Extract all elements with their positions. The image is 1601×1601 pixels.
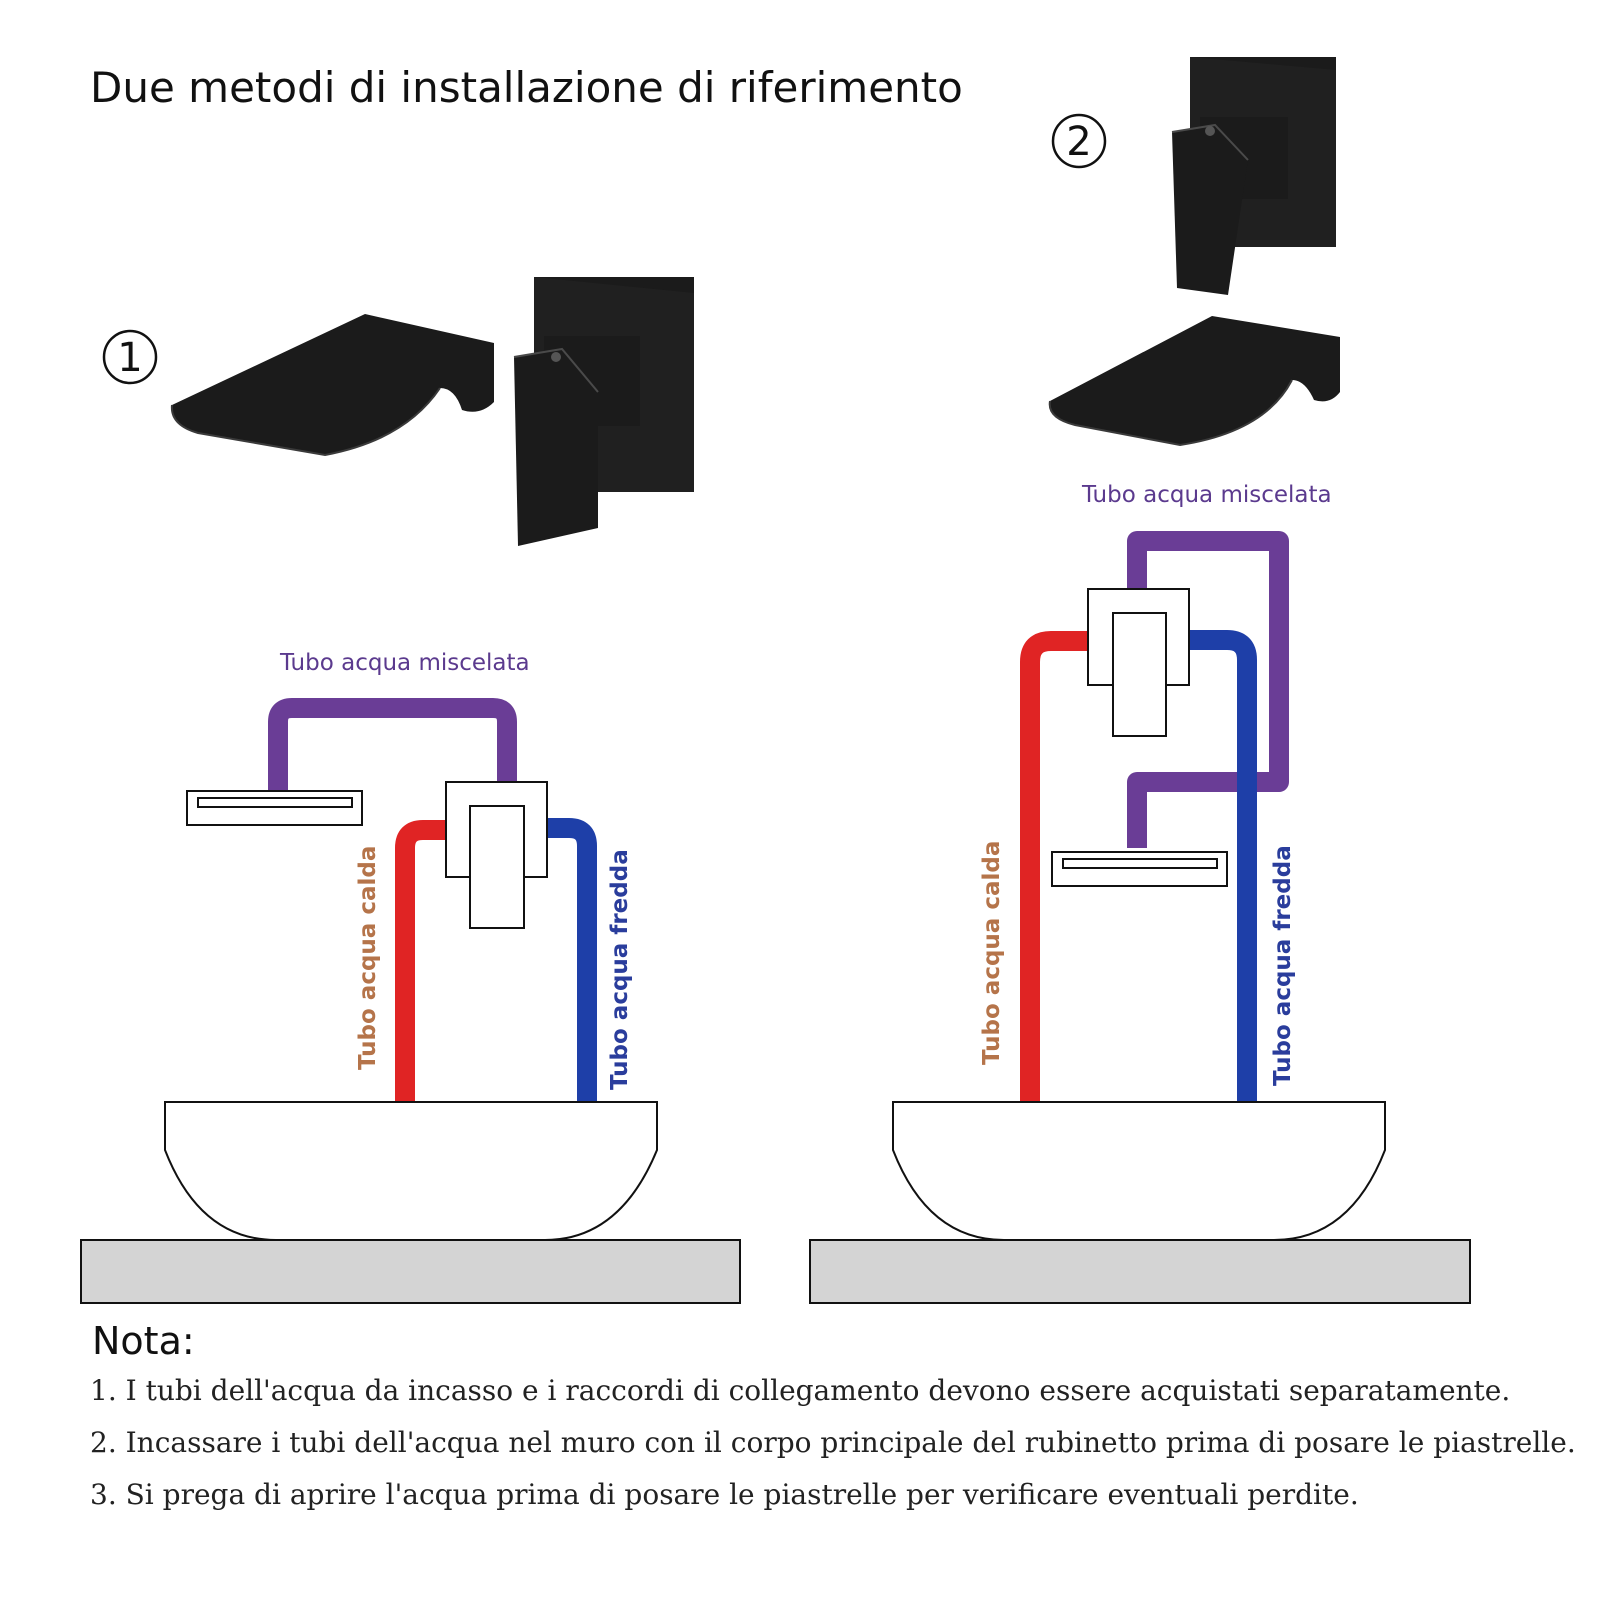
method-1-number: 1 [117, 335, 142, 381]
mixed-water-pipe-1 [268, 698, 517, 797]
spout-1 [170, 314, 494, 457]
spout-2 [1048, 316, 1340, 447]
countertop-2 [809, 1239, 1471, 1304]
spout-slot-2 [1062, 858, 1218, 869]
cold-water-pipe-label-2: Tubo acqua fredda [1270, 845, 1296, 1086]
nota-line-1: 1. I tubi dell'acqua da incasso e i racc… [90, 1374, 1510, 1407]
spout-slot-1 [197, 797, 353, 808]
hot-water-pipe-1 [395, 820, 448, 1102]
hot-water-pipe-label-1: Tubo acqua calda [355, 846, 381, 1070]
mixer-handle-2 [1171, 57, 1336, 295]
mixed-water-pipe-label-2: Tubo acqua miscelata [1081, 482, 1332, 508]
page-title: Due metodi di installazione di riferimen… [90, 63, 963, 112]
cold-water-pipe-1 [547, 818, 597, 1102]
cold-water-pipe-label-1: Tubo acqua fredda [607, 849, 633, 1090]
diagram-method-2: Tubo acqua miscelata Tubo acqua calda Tu… [809, 482, 1471, 1304]
washbasin-2 [892, 1101, 1386, 1241]
product-photo-method-2: 2 [1048, 57, 1340, 447]
countertop-1 [80, 1239, 741, 1304]
nota-section: Nota: 1. I tubi dell'acqua da incasso e … [90, 1319, 1576, 1511]
mixed-water-pipe-2 [1127, 531, 1289, 848]
mixer-handle-outline-1 [469, 805, 525, 929]
nota-line-2: 2. Incassare i tubi dell'acqua nel muro … [90, 1426, 1576, 1459]
mixer-handle-1 [513, 277, 694, 546]
washbasin-1 [164, 1101, 658, 1241]
nota-line-3: 3. Si prega di aprire l'acqua prima di p… [90, 1478, 1359, 1511]
cold-water-pipe-2 [1188, 630, 1257, 1102]
hot-water-pipe-label-2: Tubo acqua calda [979, 841, 1005, 1065]
method-2-number: 2 [1066, 119, 1091, 165]
hot-water-pipe-2 [1020, 631, 1090, 1102]
diagram-method-1: Tubo acqua miscelata Tubo acqua calda Tu… [80, 650, 741, 1304]
mixed-water-pipe-label-1: Tubo acqua miscelata [279, 650, 530, 676]
method-2-number-badge [1051, 113, 1107, 169]
nota-heading: Nota: [92, 1319, 195, 1363]
method-1-number-badge [102, 329, 158, 385]
product-photo-method-1: 1 [102, 277, 694, 546]
mixer-handle-outline-2 [1112, 612, 1167, 737]
